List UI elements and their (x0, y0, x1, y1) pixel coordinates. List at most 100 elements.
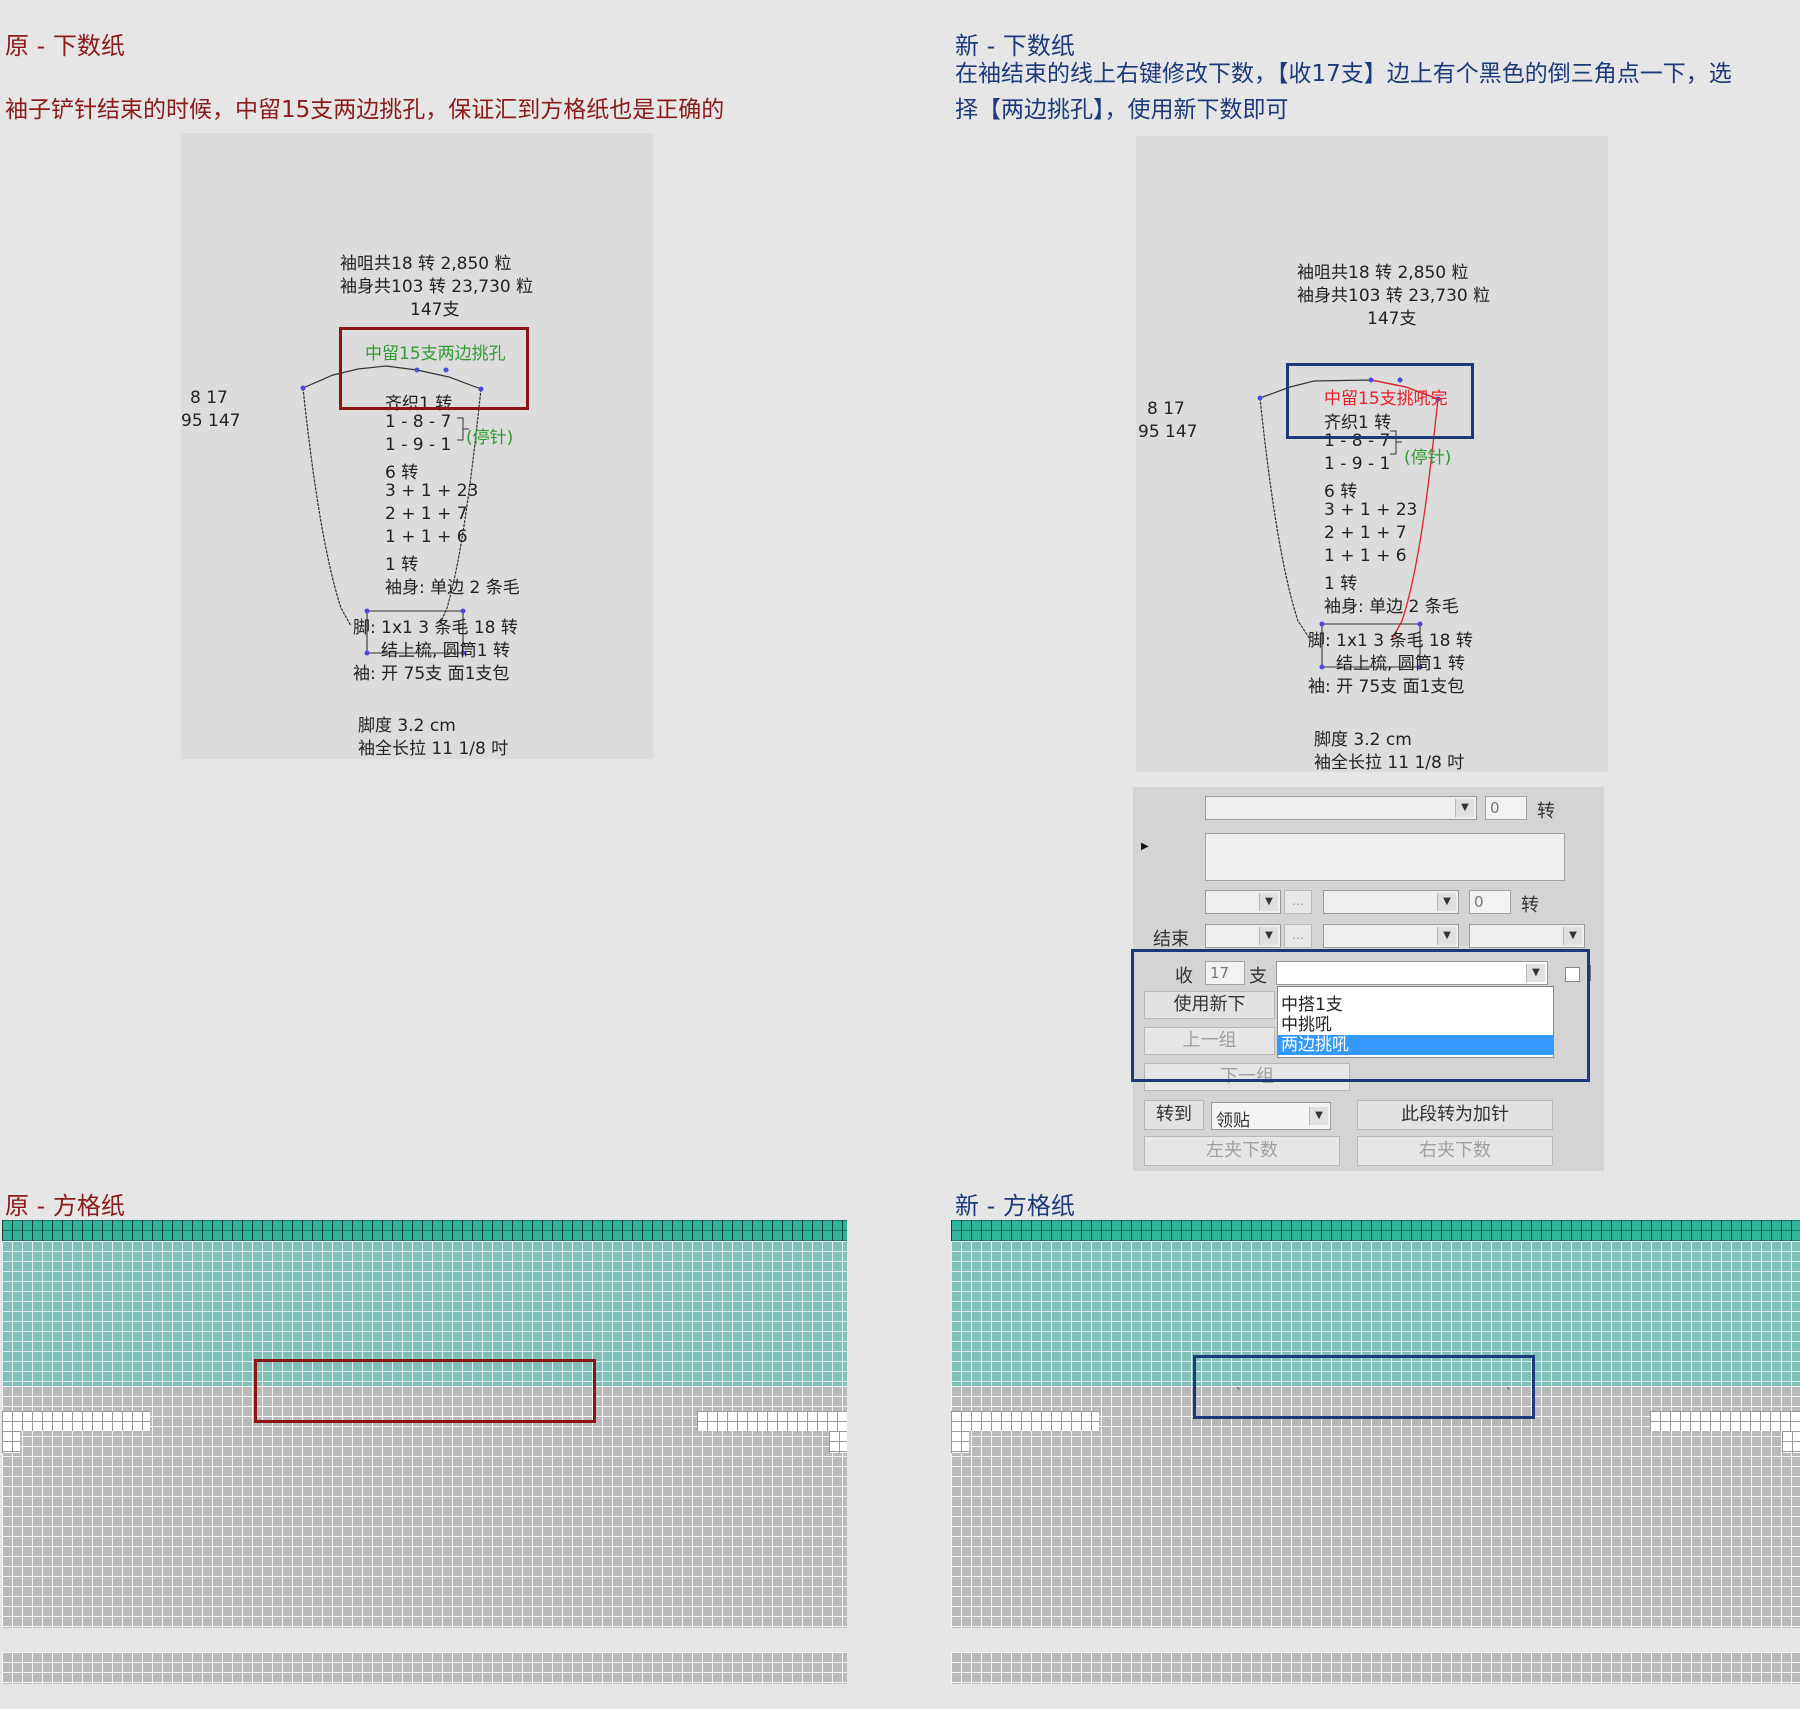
right-instruction-line1: 在袖结束的线上右键修改下数，【收17支】边上有个黑色的倒三角点一下，选 (955, 61, 1732, 87)
stitch-count: 147支 (410, 300, 460, 320)
right-clip-pattern-button[interactable]: 右夹下数 (1357, 1136, 1553, 1166)
turns-input-1[interactable]: 0 (1485, 796, 1527, 820)
body-summary: 袖身共103 转 23,730 粒 (340, 277, 534, 297)
sleeve-spec: 袖: 开 75支 面1支包 (353, 664, 510, 684)
right-grid-knit-area (951, 1241, 1800, 1386)
dropdown-option[interactable]: 中挑吼 (1281, 1015, 1332, 1035)
right-grid-white-row (1650, 1411, 1800, 1431)
stitch-unit: 支 (1249, 966, 1267, 987)
row-label: 1 - 8 - 7 (385, 412, 452, 432)
cast-on-spec: 结上梳, 圆筒1 转 (381, 641, 511, 661)
left-grid-white-row (697, 1411, 847, 1431)
row-label: 袖身: 单边 2 条毛 (385, 578, 520, 598)
notes-textarea[interactable] (1205, 833, 1565, 881)
turns-unit-2: 转 (1521, 895, 1539, 916)
cuff-length: 脚度 3.2 cm (358, 716, 456, 736)
row-label: 3 + 1 + 23 (1324, 500, 1418, 520)
row-label: 1 - 9 - 1 (1324, 454, 1391, 474)
goto-button[interactable]: 转到 (1144, 1100, 1204, 1130)
left-grid-white-edge (2, 1431, 20, 1453)
chevron-down-icon: ▼ (1437, 893, 1456, 911)
decrease-method-select[interactable]: ▼ (1276, 961, 1548, 985)
left-grid-highlight-box (254, 1359, 596, 1423)
chevron-down-icon: ▼ (1563, 927, 1582, 945)
left-pattern-diagram: 袖咀共18 转 2,850 粒 袖身共103 转 23,730 粒 147支 中… (181, 133, 653, 759)
body-summary: 袖身共103 转 23,730 粒 (1297, 286, 1491, 306)
row-label: 2 + 1 + 7 (385, 504, 468, 524)
decrease-method-dropdown: 中搭1支 中挑吼 两边挑吼 (1277, 986, 1554, 1058)
right-pattern-header: 新 - 下数纸 (955, 32, 1075, 60)
cuff-spec: 脚: 1x1 3 条毛 18 转 (353, 618, 518, 638)
cast-on-spec: 结上梳, 圆筒1 转 (1336, 654, 1466, 674)
sleeve-length: 袖全长拉 11 1/8 吋 (358, 739, 509, 759)
row-label: 6 转 (1324, 482, 1358, 502)
side-count-bottom: 95 147 (1138, 422, 1198, 442)
right-grid-highlight-box (1193, 1355, 1535, 1419)
right-pattern-diagram: 袖咀共18 转 2,850 粒 袖身共103 转 23,730 粒 147支 中… (1136, 136, 1608, 773)
side-count-top: 8 17 (190, 388, 228, 408)
left-grid-header: 原 - 方格纸 (5, 1192, 125, 1220)
edit-form-panel: ▼ 0 转 ▶ ▼ … ▼ 0 转 结束 ▼ … ▼ ▼ 收 17 支 ▼ 使用… (1133, 787, 1604, 1171)
sleeve-length: 袖全长拉 11 1/8 吋 (1314, 753, 1465, 773)
use-new-pattern-button[interactable]: 使用新下 (1144, 991, 1275, 1019)
decrease-label: 收 (1175, 966, 1193, 987)
left-grid-white-row (2, 1411, 150, 1431)
ellipsis-button[interactable]: … (1284, 924, 1312, 948)
left-grid-footer-strip (2, 1652, 847, 1684)
option-checkbox[interactable] (1565, 967, 1580, 982)
right-sleeve-outline (1257, 377, 1441, 670)
dropdown-option-selected[interactable]: 两边挑吼 (1278, 1035, 1553, 1055)
end-label: 结束 (1153, 929, 1189, 950)
chevron-down-icon: ▼ (1309, 1107, 1328, 1125)
right-grid-white-edge (951, 1431, 969, 1453)
row-label: 3 + 1 + 23 (385, 481, 479, 501)
top-select[interactable]: ▼ (1205, 796, 1477, 820)
stitch-count: 147支 (1367, 309, 1417, 329)
right-highlight-box (1286, 363, 1474, 439)
turns-unit-1: 转 (1537, 801, 1555, 822)
left-grid-white-edge (829, 1431, 847, 1453)
separator (1590, 965, 1591, 981)
cuff-summary: 袖咀共18 转 2,850 粒 (340, 254, 512, 274)
stop-needle-label: (停针) (1404, 448, 1452, 468)
chevron-down-icon: ▼ (1526, 964, 1545, 982)
chevron-down-icon: ▼ (1259, 893, 1278, 911)
eyelet-mark: ` (1506, 1386, 1512, 1400)
left-highlight-box (339, 327, 529, 410)
left-grid-top-band (2, 1220, 847, 1241)
goto-select[interactable]: 领贴 ▼ (1211, 1102, 1331, 1131)
row-label: 1 - 9 - 1 (385, 435, 452, 455)
goto-value: 领贴 (1216, 1111, 1250, 1131)
previous-group-button[interactable]: 上一组 (1144, 1027, 1275, 1055)
row-label: 袖身: 单边 2 条毛 (1324, 597, 1459, 617)
left-sleeve-outline (300, 365, 484, 656)
chevron-down-icon: ▼ (1455, 799, 1474, 817)
right-grid-white-edge (1782, 1431, 1800, 1453)
side-count-bottom: 95 147 (181, 411, 241, 431)
sleeve-spec: 袖: 开 75支 面1支包 (1308, 677, 1465, 697)
highlight-label: 中留15支挑吼完 (1324, 389, 1448, 409)
turns-input-2[interactable]: 0 (1469, 890, 1511, 914)
right-instruction-line2: 择【两边挑孔】，使用新下数即可 (955, 97, 1289, 123)
decrease-count-input[interactable]: 17 (1205, 961, 1245, 985)
eyelet-mark: ` (1236, 1386, 1242, 1400)
left-clip-pattern-button[interactable]: 左夹下数 (1144, 1136, 1340, 1166)
row-label: 1 转 (1324, 574, 1358, 594)
mid-select-1[interactable]: ▼ (1323, 890, 1459, 914)
right-grid-top-band (951, 1220, 1800, 1241)
small-select-1[interactable]: ▼ (1205, 890, 1281, 914)
end-select-1[interactable]: ▼ (1205, 924, 1281, 948)
left-pattern-header: 原 - 下数纸 (5, 32, 125, 60)
ellipsis-button[interactable]: … (1284, 890, 1312, 914)
end-select-2[interactable]: ▼ (1323, 924, 1459, 948)
row-label: 齐织1 转 (1324, 413, 1392, 433)
chevron-down-icon: ▼ (1259, 927, 1278, 945)
end-select-3[interactable]: ▼ (1469, 924, 1585, 948)
right-grid-footer-strip (951, 1652, 1800, 1684)
row-label: 6 转 (385, 463, 419, 483)
dropdown-option[interactable]: 中搭1支 (1281, 995, 1343, 1015)
cuff-spec: 脚: 1x1 3 条毛 18 转 (1308, 631, 1473, 651)
convert-to-increase-button[interactable]: 此段转为加针 (1357, 1100, 1553, 1130)
left-instruction-note: 袖子铲针结束的时候，中留15支两边挑孔，保证汇到方格纸也是正确的 (5, 97, 725, 123)
right-grid-header: 新 - 方格纸 (955, 1192, 1075, 1220)
